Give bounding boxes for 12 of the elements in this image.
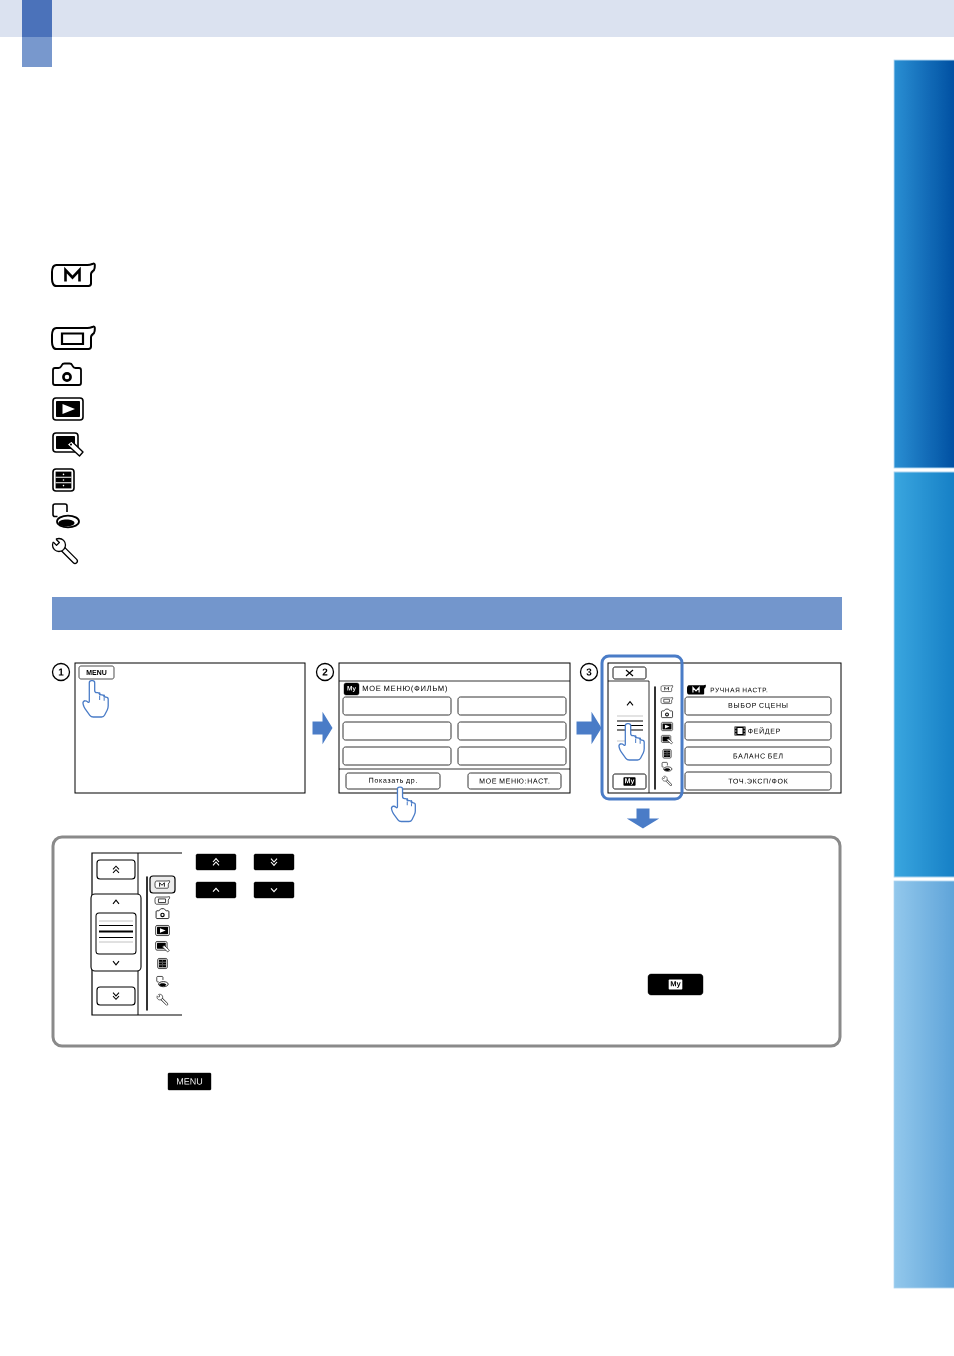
- menu-badge: MENU: [167, 1072, 212, 1091]
- menu-button: [457, 721, 567, 741]
- step-number: 3: [579, 662, 599, 682]
- menu-button: [342, 721, 452, 741]
- step-number: 2: [315, 662, 335, 682]
- step-number: 1: [51, 662, 71, 682]
- menu-button: [342, 746, 452, 766]
- menu-button: [457, 746, 567, 766]
- info-box: [51, 835, 842, 1048]
- section-bar: [52, 597, 842, 630]
- menu-button: [457, 696, 567, 716]
- menu-button: [342, 696, 452, 716]
